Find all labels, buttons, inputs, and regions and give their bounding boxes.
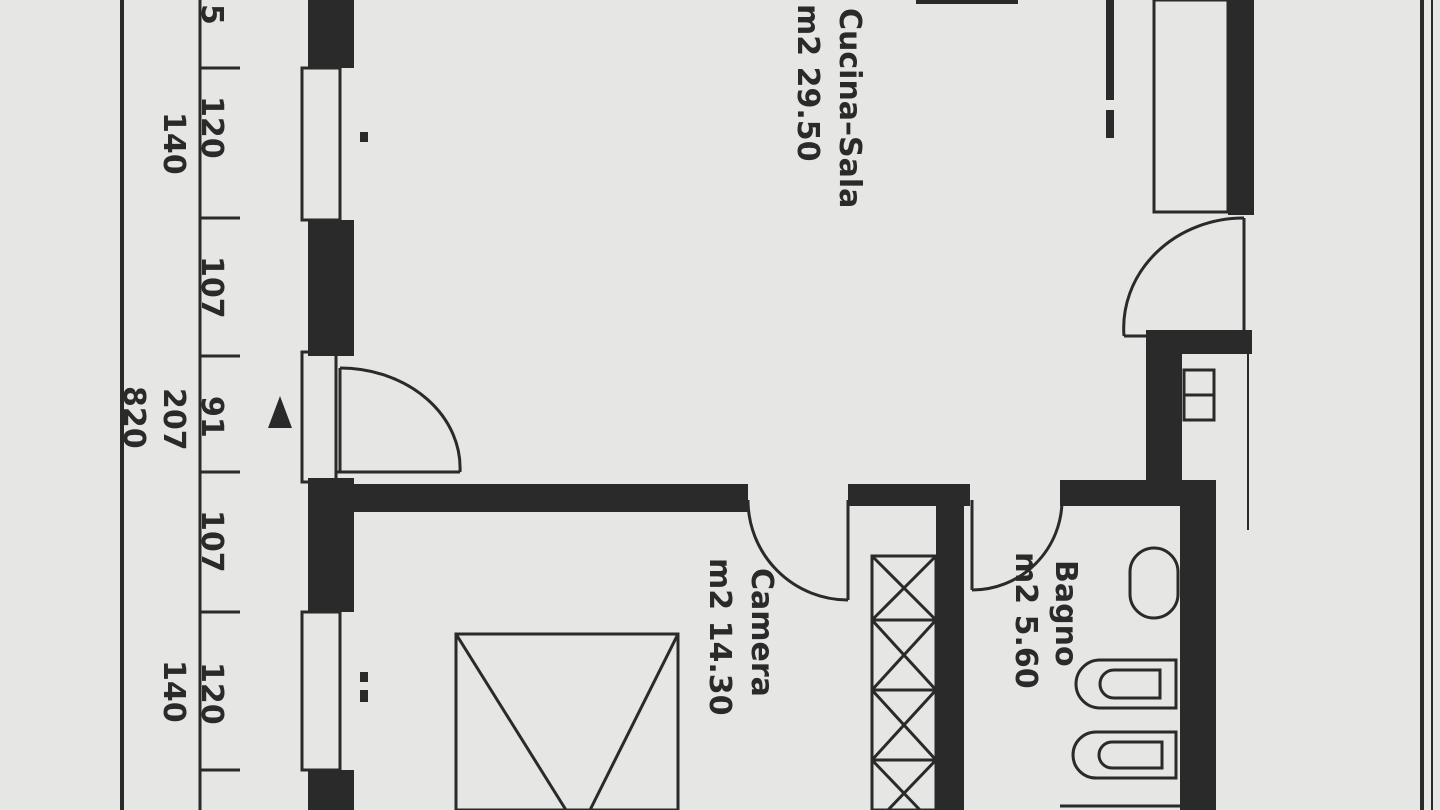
bathroom-bidet: [1071, 730, 1178, 780]
dim-chain-5: 107: [194, 510, 229, 573]
dim-chain-1: 5: [194, 4, 229, 25]
room-camera: Camera m2 14.30: [702, 558, 779, 715]
bathroom-sink: [1128, 546, 1180, 620]
walls: [308, 0, 1254, 810]
room-name-bagno: Bagno: [1048, 560, 1083, 667]
room-name-cucina: Cucina–Sala: [832, 8, 867, 208]
room-name-camera: Camera: [744, 568, 779, 697]
dim-chain-3: 107: [194, 256, 229, 319]
room-bagno: Bagno m2 5.60: [1008, 552, 1083, 689]
entrance-door-swing: [339, 366, 462, 473]
window-upper: [300, 66, 342, 222]
room-area-bagno: m2 5.60: [1008, 552, 1043, 689]
divider-wall-right: [1060, 480, 1210, 506]
dimension-chain: 5 120 107 91 107 120: [194, 4, 229, 725]
dim-total: 820: [116, 386, 151, 449]
divider-wall-left: [340, 484, 748, 512]
dimension-sill: 140 207 140: [156, 112, 191, 723]
room-area-cucina: m2 29.50: [790, 4, 825, 161]
dim-chain-4: 91: [194, 396, 229, 438]
window-lower: [300, 610, 342, 772]
bathroom-toilet: [1074, 658, 1178, 710]
camera-door-swing: [746, 499, 849, 602]
entrance-frame: [300, 350, 338, 484]
right-door-swing: [1122, 216, 1245, 337]
left-wall-mid: [308, 220, 354, 356]
room-cucina: Cucina–Sala m2 29.50: [790, 4, 867, 208]
dim-sill-1: 140: [156, 112, 191, 175]
dim-sill-3: 140: [156, 660, 191, 723]
bagno-door-swing: [971, 499, 1064, 592]
dim-chain-2: 120: [194, 96, 229, 159]
bathroom-wall: [936, 500, 964, 810]
kitchen-counter: [1152, 0, 1230, 214]
dimension-lines: [120, 0, 1433, 810]
entrance-arrow-icon: [268, 396, 292, 428]
room-area-camera: m2 14.30: [702, 558, 737, 715]
annotation-marks: [360, 0, 1114, 702]
left-wall-bottom: [308, 770, 354, 810]
bed: [454, 632, 680, 810]
dim-sill-2: 207: [156, 388, 191, 451]
dim-chain-6: 120: [194, 662, 229, 725]
fixtures: [300, 0, 1246, 810]
left-wall-top: [308, 0, 354, 68]
closet: [870, 554, 938, 810]
